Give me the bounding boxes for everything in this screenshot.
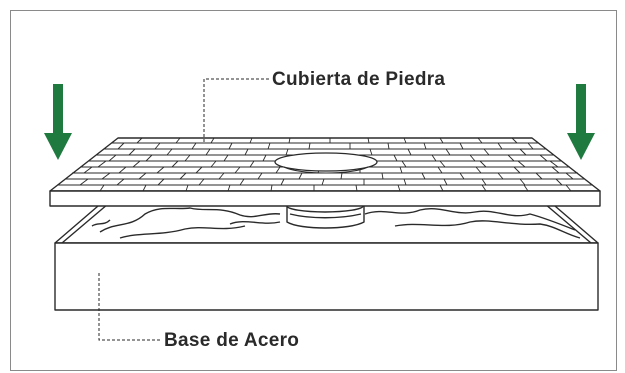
stone-cover — [49, 137, 601, 207]
arrow-down-icon — [567, 84, 595, 160]
arrow-down-icon — [44, 84, 72, 160]
outer-frame — [10, 10, 617, 371]
stone-cover-label: Cubierta de Piedra — [272, 69, 446, 90]
steel-base — [54, 199, 599, 311]
steel-base-label: Base de Acero — [164, 330, 300, 351]
leader-lines — [98, 78, 269, 341]
